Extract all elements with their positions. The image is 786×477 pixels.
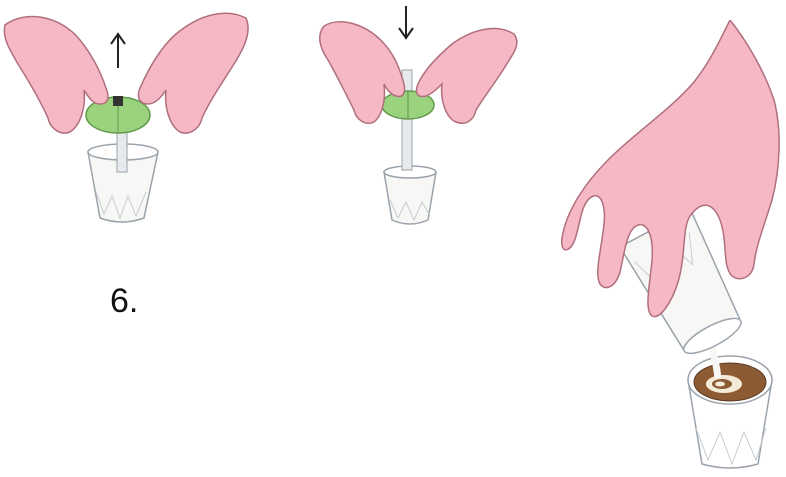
glass: [384, 166, 436, 224]
step-number: 6.: [110, 282, 138, 321]
arrow-up-icon: [111, 34, 125, 68]
coffee-cup: [688, 356, 772, 468]
panel-lift-plunger: [0, 0, 260, 240]
arrow-down-icon: [399, 6, 413, 38]
panel-pour-milk: [560, 20, 786, 477]
panel-press-plunger: [300, 0, 540, 240]
pouring-hand: [562, 20, 779, 317]
right-hand: [138, 13, 248, 133]
